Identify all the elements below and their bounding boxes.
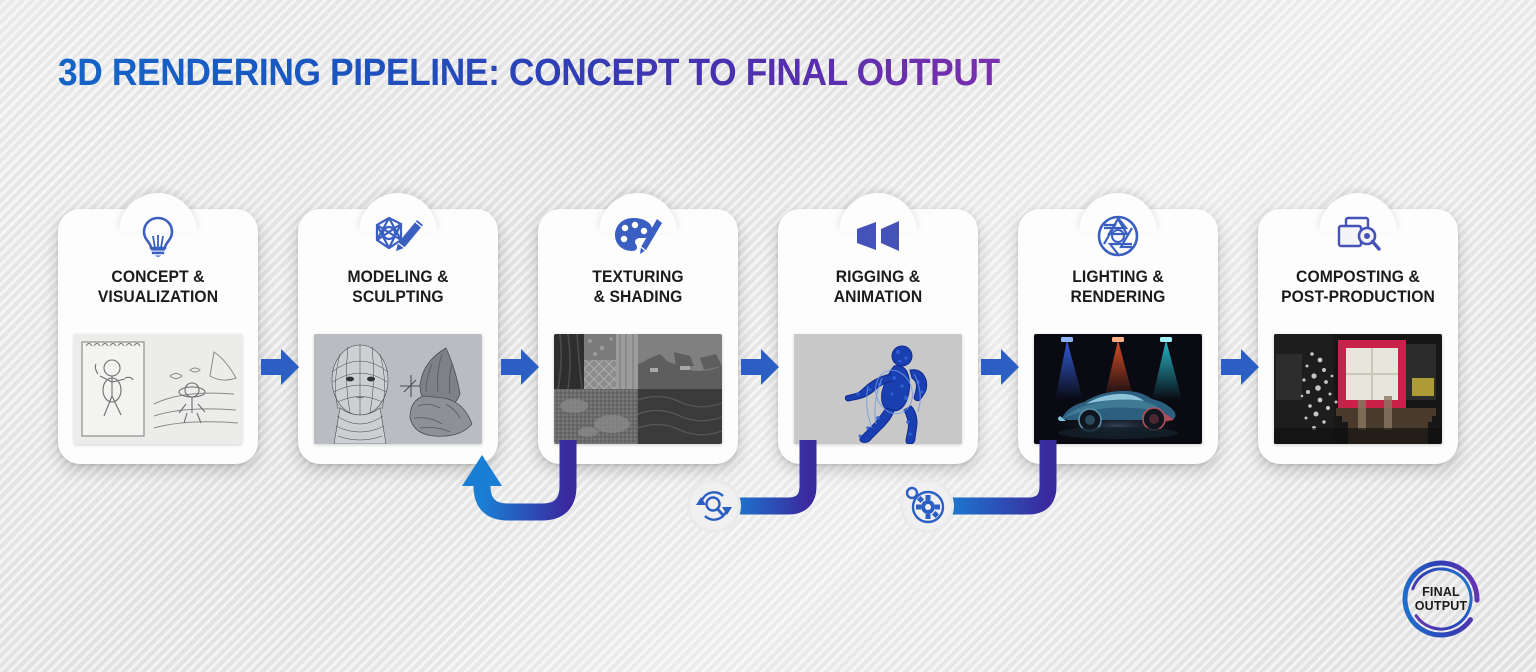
connector-arrow-4 xyxy=(981,345,1021,389)
card-title-modeling: MODELING & SCULPTING xyxy=(347,268,449,307)
final-output-label: FINAL OUTPUT xyxy=(1414,584,1468,613)
card-title-compositing: COMPOSTING & POST-PRODUCTION xyxy=(1281,268,1435,307)
card-title-rigging: RIGGING & ANIMATION xyxy=(833,268,923,307)
layers-magnifier-icon xyxy=(1258,211,1458,261)
camera-aperture-icon xyxy=(1018,211,1218,261)
page-title: 3D RENDERING PIPELINE: CONCEPT TO FINAL … xyxy=(58,52,1000,94)
lightbulb-icon xyxy=(58,211,258,261)
magnifier-refresh-icon xyxy=(690,482,738,530)
connector-arrow-3 xyxy=(741,345,781,389)
card-title-concept: CONCEPT & VISUALIZATION xyxy=(97,268,219,307)
stage-card-concept[interactable]: CONCEPT & VISUALIZATION xyxy=(58,193,258,464)
stage-card-modeling[interactable]: MODELING & SCULPTING xyxy=(298,193,498,464)
stage-card-compositing[interactable]: COMPOSTING & POST-PRODUCTION xyxy=(1258,193,1458,464)
wireframe-head-thumbnail xyxy=(314,334,482,444)
connector-arrow-5 xyxy=(1221,345,1261,389)
connector-arrow-1 xyxy=(261,345,301,389)
composite-vfx-thumbnail xyxy=(1274,334,1442,444)
paint-palette-icon xyxy=(538,211,738,261)
gear-refresh-icon xyxy=(903,482,951,530)
rewind-film-icon xyxy=(778,211,978,261)
stage-card-rigging[interactable]: RIGGING & ANIMATION xyxy=(778,193,978,464)
polygon-pencil-icon xyxy=(298,211,498,261)
connector-arrow-2 xyxy=(501,345,541,389)
card-title-lighting: LIGHTING & RENDERING xyxy=(1070,268,1166,307)
concept-sketch-thumbnail xyxy=(74,334,242,444)
rigged-runner-thumbnail xyxy=(794,334,962,444)
final-output-ring xyxy=(1402,560,1480,638)
card-title-texturing: TEXTURING & SHADING xyxy=(592,268,684,307)
stage-card-texturing[interactable]: TEXTURING & SHADING xyxy=(538,193,738,464)
stage-card-lighting[interactable]: LIGHTING & RENDERING xyxy=(1018,193,1218,464)
lit-sports-car-thumbnail xyxy=(1034,334,1202,444)
final-output-badge[interactable]: FINAL OUTPUT xyxy=(1399,557,1483,641)
texture-swatches-thumbnail xyxy=(554,334,722,444)
